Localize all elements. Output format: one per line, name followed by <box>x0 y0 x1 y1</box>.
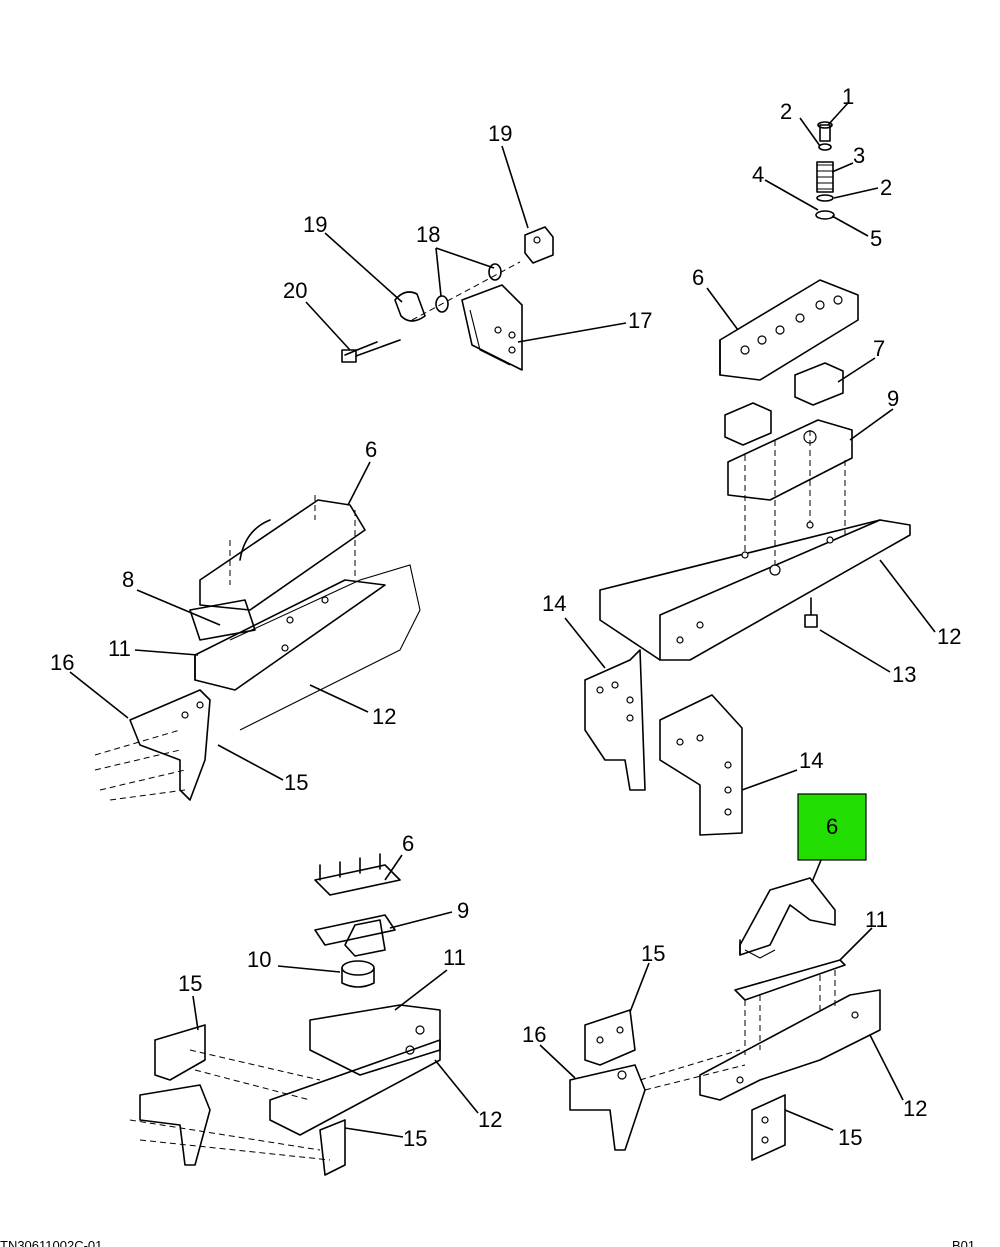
callout-14: 14 <box>799 748 823 773</box>
bolt-stack-assembly <box>815 121 835 220</box>
callout-19: 19 <box>488 121 512 146</box>
callout-6: 6 <box>692 265 704 290</box>
callout-11: 11 <box>865 907 888 932</box>
callout-9: 9 <box>887 386 899 411</box>
highlight-box[interactable] <box>797 793 867 861</box>
bracket-17-assembly <box>341 226 554 371</box>
callout-12: 12 <box>478 1107 502 1132</box>
callout-labels: 1 2 3 2 4 5 19 19 18 20 17 6 7 9 12 13 1… <box>50 84 961 1151</box>
callout-5: 5 <box>870 226 882 251</box>
callout-1: 1 <box>842 84 854 109</box>
callout-6: 6 <box>402 831 414 856</box>
callout-11: 11 <box>108 636 131 661</box>
callout-12: 12 <box>372 704 396 729</box>
callout-17: 17 <box>628 308 652 333</box>
callout-2: 2 <box>780 99 792 124</box>
callout-7: 7 <box>873 336 885 361</box>
bracket-14-pair <box>584 649 743 836</box>
highlighted-callout-6[interactable]: 6 <box>826 814 838 839</box>
callout-15: 15 <box>838 1125 862 1150</box>
callout-6: 6 <box>365 437 377 462</box>
callout-12: 12 <box>903 1096 927 1121</box>
callout-15: 15 <box>641 941 665 966</box>
callout-14: 14 <box>542 591 566 616</box>
callout-9: 9 <box>457 898 469 923</box>
callout-11: 11 <box>443 945 466 970</box>
callout-8: 8 <box>122 567 134 592</box>
sheet-code: B01 <box>952 1238 975 1247</box>
callout-15: 15 <box>178 971 202 996</box>
callout-16: 16 <box>522 1022 546 1047</box>
callout-18: 18 <box>416 222 440 247</box>
callout-12: 12 <box>937 624 961 649</box>
callout-2: 2 <box>880 175 892 200</box>
callout-20: 20 <box>283 278 307 303</box>
drawing-number: TN30611002C-01 <box>0 1238 102 1247</box>
callout-4: 4 <box>752 162 764 187</box>
callout-10: 10 <box>247 947 271 972</box>
callout-19: 19 <box>303 212 327 237</box>
frame-mount-assembly-left <box>94 495 421 801</box>
callout-13: 13 <box>892 662 916 687</box>
callout-3: 3 <box>853 143 865 168</box>
callout-15: 15 <box>403 1126 427 1151</box>
leader-lines <box>69 102 936 1138</box>
callout-15: 15 <box>284 770 308 795</box>
callout-16: 16 <box>50 650 74 675</box>
frame-mount-assembly-upper-right <box>599 279 911 661</box>
frame-mount-assembly-lower-right <box>569 877 881 1161</box>
frame-mount-assembly-lower-left <box>129 853 441 1176</box>
